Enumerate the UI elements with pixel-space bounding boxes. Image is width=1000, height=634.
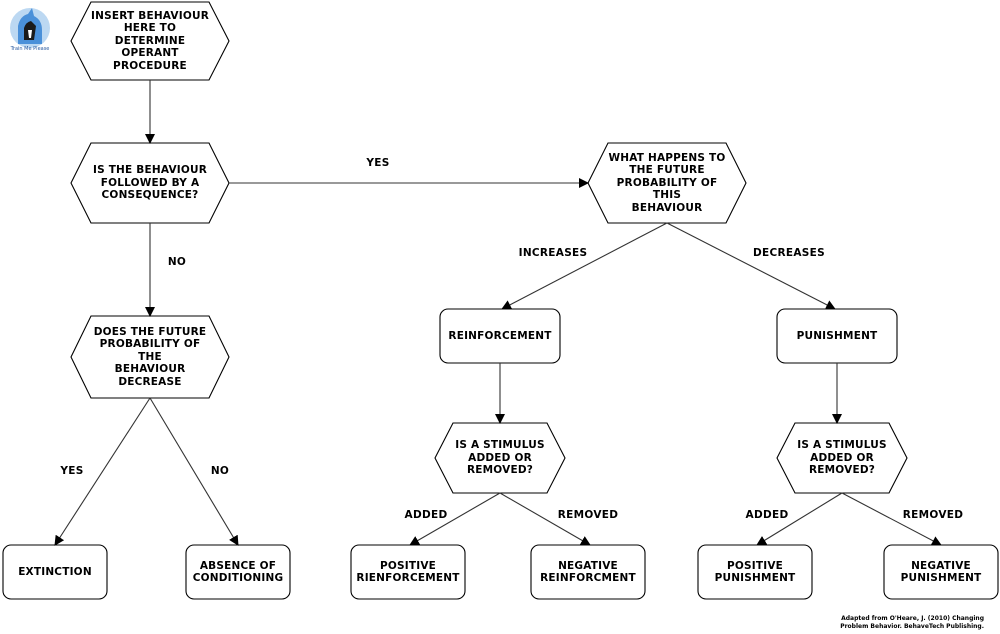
flow-arrow <box>841 492 942 546</box>
node-stimulus-p-shape <box>776 422 908 494</box>
node-stimulus-p-text: IS A STIMULUS ADDED OR REMOVED? <box>797 439 887 477</box>
node-reinforcement-text: REINFORCEMENT <box>448 329 552 342</box>
edge-label-yes-bottom: YES <box>60 465 84 477</box>
node-consequence-text: IS THE BEHAVIOUR FOLLOWED BY A CONSEQUEN… <box>92 164 208 202</box>
node-stimulus-r-text: IS A STIMULUS ADDED OR REMOVED? <box>455 439 545 477</box>
edge-label-added-p: ADDED <box>745 509 789 521</box>
node-pos-pun-text: POSITIVE PUNISHMENT <box>714 559 796 585</box>
edge-label-no-bottom: NO <box>210 465 230 477</box>
node-pos-reinf-shape <box>350 544 466 600</box>
node-what-happens-text: WHAT HAPPENS TO THE FUTURE PROBABILITY O… <box>608 151 726 214</box>
node-start-text: INSERT BEHAVIOUR HERE TO DETERMINE OPERA… <box>90 9 209 72</box>
node-punishment-text: PUNISHMENT <box>796 329 878 342</box>
flow-arrow <box>666 222 836 310</box>
node-consequence-shape <box>70 142 230 224</box>
flow-arrow <box>501 222 668 310</box>
node-extinction-text: EXTINCTION <box>18 565 92 578</box>
flow-arrow <box>54 397 151 546</box>
edge-label-added-r: ADDED <box>404 509 448 521</box>
node-stimulus-r-shape <box>434 422 566 494</box>
node-absence-text: ABSENCE OF CONDITIONING <box>192 559 284 585</box>
edge-label-removed-r: REMOVED <box>557 509 619 521</box>
flow-arrow <box>499 492 591 546</box>
logo-dog-icon <box>4 4 56 56</box>
edge-label-decreases: DECREASES <box>753 247 825 259</box>
node-pos-pun-shape <box>697 544 813 600</box>
edge-label-removed-p: REMOVED <box>902 509 964 521</box>
edge-label-no-left: NO <box>167 256 187 268</box>
node-future-decrease-text: DOES THE FUTURE PROBABILITY OF THE BEHAV… <box>93 325 207 388</box>
node-neg-pun-text: NEGATIVE PUNISHMENT <box>900 559 982 585</box>
flow-arrow <box>149 397 239 546</box>
node-neg-reinf-text: NEGATIVE REINFORCMENT <box>540 559 636 585</box>
logo-text: Train Me Please <box>10 46 50 52</box>
edge-label-yes-top: YES <box>366 157 390 169</box>
edge-label-increases: INCREASES <box>518 247 588 259</box>
node-future-decrease-shape <box>70 315 230 399</box>
flow-arrow <box>409 492 501 546</box>
citation-credit: Adapted from O'Heare, J. (2010) Changing… <box>840 615 984 630</box>
node-pos-reinf-text: POSITIVE RIENFORCEMENT <box>356 559 460 585</box>
flow-arrow <box>756 492 843 546</box>
node-start-shape <box>70 1 230 81</box>
